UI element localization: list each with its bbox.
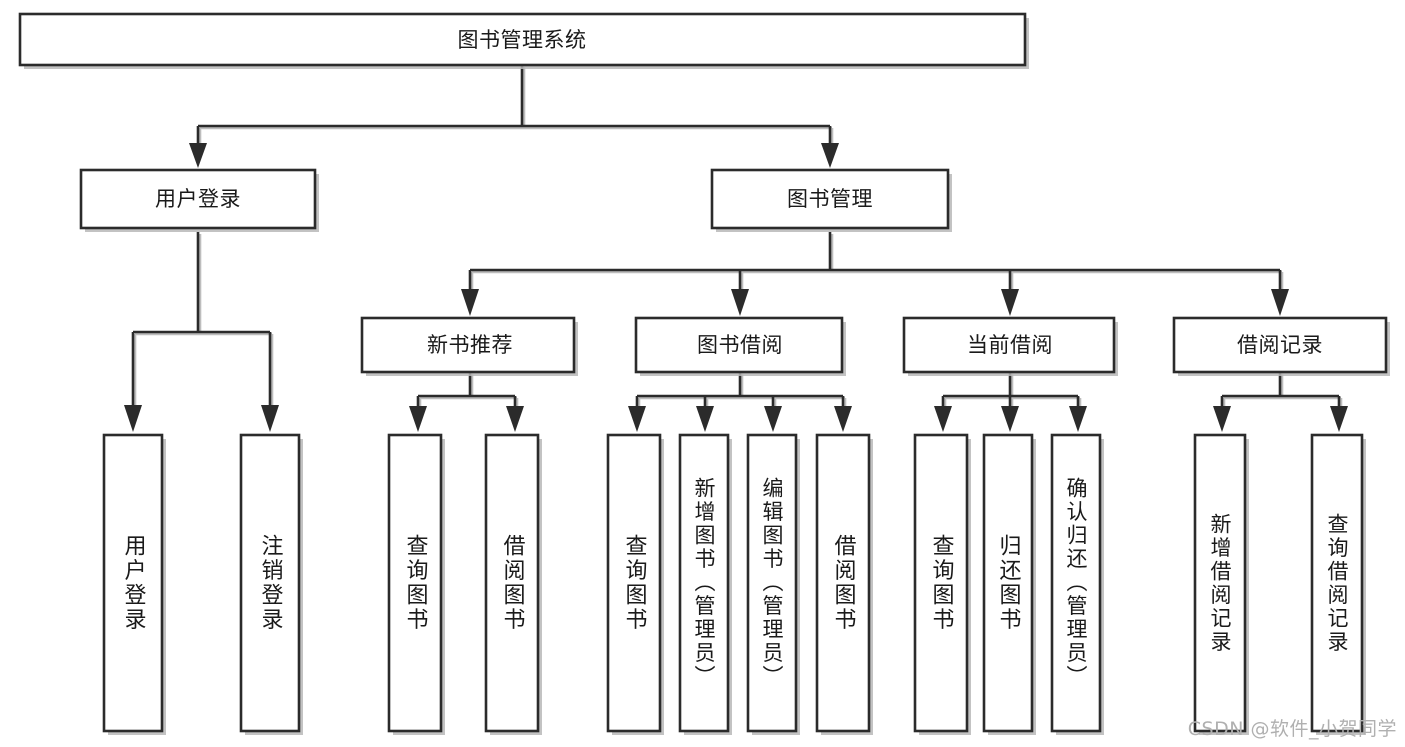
- leaf-node-query-book-3[interactable]: [913, 433, 971, 735]
- leaf-node-add-borrow-record[interactable]: [1193, 433, 1249, 735]
- leaf-node-edit-book-admin[interactable]: [746, 433, 800, 735]
- node-borrow-record-label: 借阅记录: [1237, 333, 1323, 357]
- connectors-record-to-leaves: [1213, 372, 1348, 432]
- node-user-login-label: 用户登录: [155, 187, 241, 211]
- node-user-login[interactable]: 用户登录: [79, 168, 319, 232]
- leaf-node-user-login[interactable]: [102, 433, 166, 735]
- leaf-node-query-book-2[interactable]: [606, 433, 664, 735]
- node-borrow-record[interactable]: 借阅记录: [1172, 316, 1390, 376]
- leaf-node-logout[interactable]: [239, 433, 303, 735]
- connectors-newbook-to-leaves: [409, 372, 524, 432]
- node-book-management-label: 图书管理: [787, 187, 873, 211]
- leaf-node-add-book-admin[interactable]: [678, 433, 732, 735]
- node-current-borrow[interactable]: 当前借阅: [902, 316, 1118, 376]
- leaf-node-borrow-book-2[interactable]: [815, 433, 873, 735]
- node-current-borrow-label: 当前借阅: [967, 333, 1053, 357]
- connectors-borrow-to-leaves: [628, 372, 852, 432]
- leaf-node-borrow-book-1[interactable]: [484, 433, 542, 735]
- node-book-management[interactable]: 图书管理: [710, 168, 952, 232]
- node-new-book-recommend[interactable]: 新书推荐: [360, 316, 578, 376]
- node-root-system[interactable]: 图书管理系统: [18, 12, 1029, 69]
- node-book-borrow[interactable]: 图书借阅: [634, 316, 846, 376]
- node-book-borrow-label: 图书借阅: [697, 333, 783, 357]
- connectors-root-to-level2: [189, 65, 839, 168]
- connectors-bookmgmt-to-level3: [461, 232, 1289, 316]
- leaf-node-query-borrow-record[interactable]: [1310, 433, 1366, 735]
- leaf-node-confirm-return-admin[interactable]: [1050, 433, 1104, 735]
- leaf-node-return-book[interactable]: [982, 433, 1036, 735]
- connectors-current-to-leaves: [934, 372, 1087, 432]
- node-root-system-label: 图书管理系统: [458, 28, 587, 52]
- csdn-watermark: CSDN @软件_小贺同学: [1187, 718, 1397, 740]
- leaf-node-query-book-1[interactable]: [387, 433, 445, 735]
- node-new-book-recommend-label: 新书推荐: [427, 333, 513, 357]
- connectors-userlogin-to-leaves: [124, 232, 279, 432]
